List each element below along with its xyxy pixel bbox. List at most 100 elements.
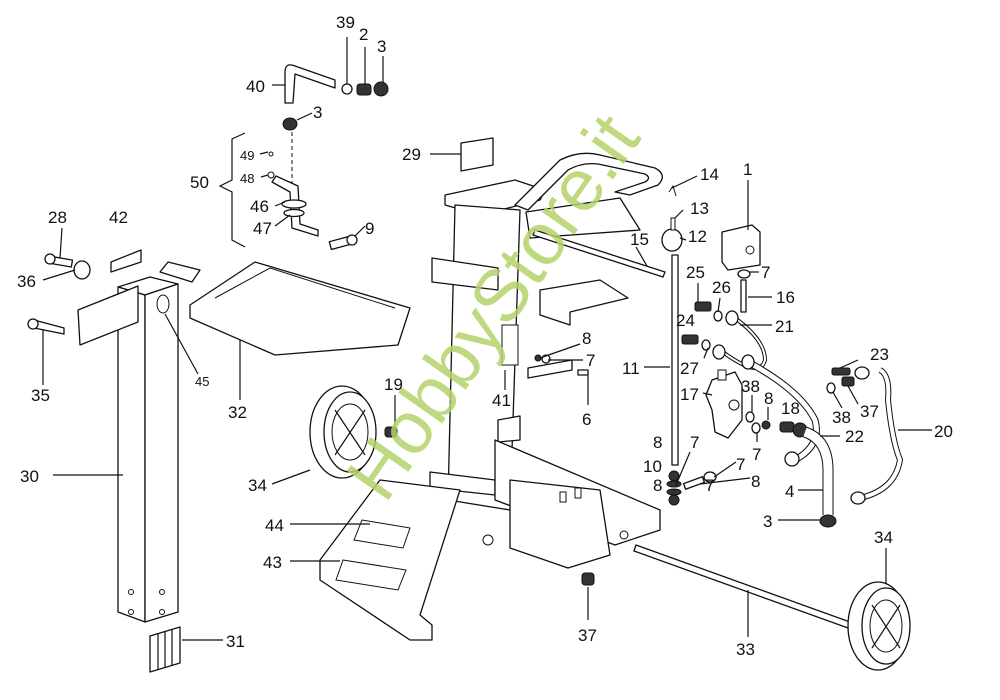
leader-line [274,201,286,207]
callout-7-valve: 7 [752,445,761,464]
callout-10: 10 [643,457,662,476]
callout-38-right: 38 [832,408,851,427]
callout-49: 49 [240,148,254,163]
part-27-ring [701,339,711,351]
callout-labels: 39 2 3 40 3 49 48 50 46 47 9 29 28 42 36… [17,13,953,659]
callout-48: 48 [240,171,254,186]
part-20-hose [850,366,904,505]
part-11-rod [661,184,717,506]
leader-line [296,112,313,121]
callout-8-rod-bottom: 8 [653,476,662,495]
part-8-nut-right [761,420,771,430]
part-24-bolt [681,334,699,345]
callout-26: 26 [712,278,731,297]
part-23-bolt [831,367,851,376]
callout-3-upper: 3 [313,103,322,122]
callout-8-rod-top: 8 [653,433,662,452]
callout-7-rod-top: 7 [690,433,699,452]
callout-46: 46 [250,197,269,216]
bracket-50 [218,132,246,248]
callout-31: 31 [226,632,245,651]
callout-9: 9 [365,219,374,238]
callout-23: 23 [870,345,889,364]
callout-12: 12 [688,227,707,246]
callout-37-right: 37 [860,402,879,421]
part-bracket [539,279,629,326]
callout-35: 35 [31,386,50,405]
part-plate-bracket [527,354,589,379]
part-17-valve [705,369,743,439]
part-top-handle [514,152,663,239]
leader-line [671,175,698,189]
leader-line [354,225,366,237]
callout-25: 25 [686,263,705,282]
callout-17: 17 [680,385,699,404]
part-39-ring [341,83,353,95]
part-35-pin [27,318,65,335]
callout-44: 44 [265,516,284,535]
callout-40: 40 [246,77,265,96]
part-32-tray [189,261,411,356]
callout-30: 30 [20,467,39,486]
leader-line [260,174,269,178]
leader-line [271,469,311,485]
callout-7-rod-bottom: 7 [705,476,714,495]
leader-line [635,246,648,267]
callout-29: 29 [402,145,421,164]
callout-33: 33 [736,640,755,659]
part-28-bolt [44,253,74,268]
callout-19: 19 [384,375,403,394]
callout-37-bottom: 37 [578,626,597,645]
callout-34-left: 34 [248,476,267,495]
part-33-axle [633,544,851,629]
part-38-ring-left [745,411,755,423]
callout-39: 39 [336,13,355,32]
callout-8-bracket: 8 [582,329,591,348]
leader-line [59,227,63,259]
leader-line [259,151,269,155]
callout-24: 24 [676,311,695,330]
part-15-rod [532,229,666,278]
callout-34-right: 34 [874,528,893,547]
part-36-washer [73,260,91,280]
leader-line [717,297,721,313]
part-3-clamp-upper [282,117,298,131]
callout-41: 41 [492,391,511,410]
leader-line [713,461,737,478]
part-3-clamp-bottom [819,514,837,528]
leader-line [674,209,684,219]
part-22-hose [741,354,820,467]
part-26-ring [713,310,723,322]
leader-line [832,391,843,409]
leader-line [539,343,581,359]
part-7-ring-right [751,422,761,434]
callout-3-top: 3 [377,37,386,56]
callout-27: 27 [680,359,699,378]
callout-50: 50 [190,173,209,192]
part-4-hose [802,426,834,515]
callout-7-bracket: 7 [586,351,595,370]
leader-line [702,392,713,396]
callout-6: 6 [582,410,591,429]
part-18-fitting [779,421,795,433]
callout-15: 15 [630,230,649,249]
callout-11: 11 [622,359,640,378]
callout-2: 2 [359,25,368,44]
callout-28: 28 [48,208,67,227]
callout-7-pump: 7 [761,263,770,282]
part-foot-plate [319,479,461,641]
leader-line [699,477,751,485]
part-40-handle [284,64,336,104]
part-21-hose [712,310,768,370]
leader-line [274,214,291,227]
part-34-wheel-right [847,581,911,671]
callout-43: 43 [263,553,282,572]
leader-lines [42,37,932,641]
part-34-wheel-left [309,385,377,479]
callout-32: 32 [228,403,247,422]
leader-line [164,313,199,375]
leader-line [847,385,859,405]
callout-18: 18 [781,399,800,418]
callout-1: 1 [743,160,752,179]
